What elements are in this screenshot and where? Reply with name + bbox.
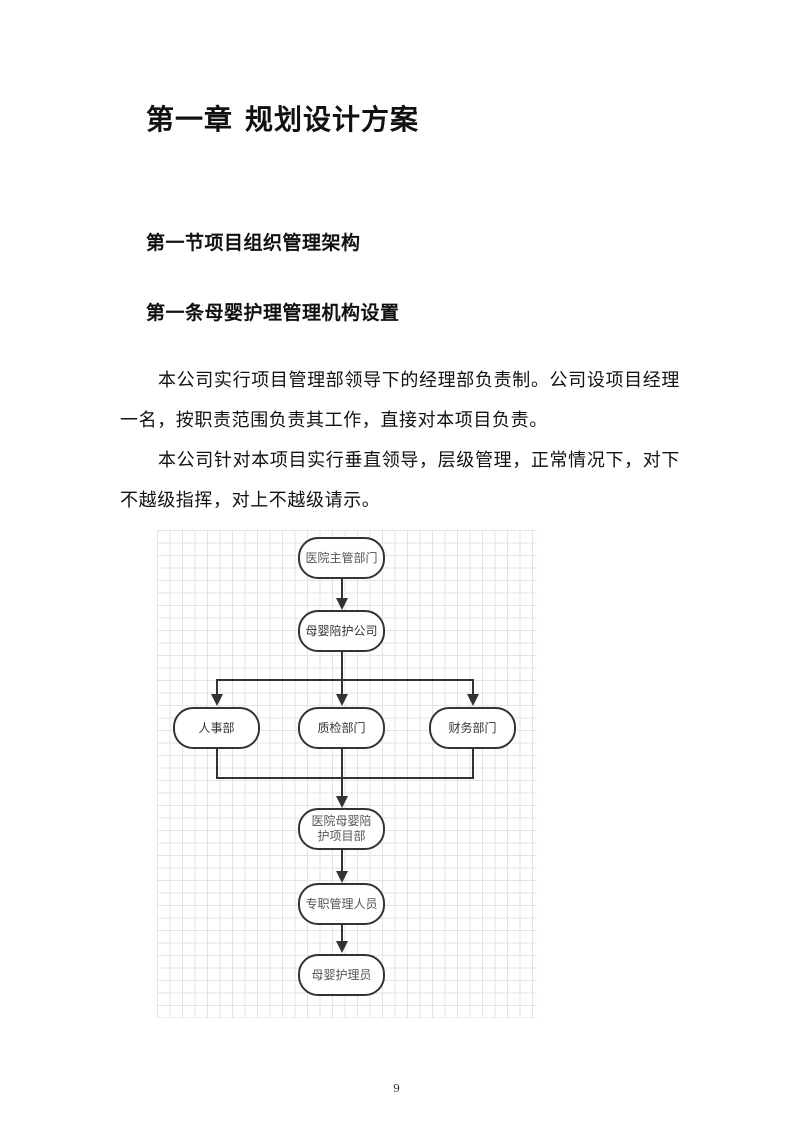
connector-line (341, 925, 343, 941)
paragraph-2: 本公司针对本项目实行垂直领导，层级管理，正常情况下，对下不越级指挥，对上不越级请… (120, 450, 680, 511)
arrow-down-icon (336, 598, 348, 610)
article-title: 第一条母婴护理管理机构设置 (146, 302, 400, 324)
connector-line (472, 679, 474, 695)
connector-line (472, 749, 474, 779)
branch-bar (216, 679, 474, 681)
arrow-down-icon (211, 694, 223, 706)
node-finance-dept: 财务部门 (429, 707, 516, 749)
connector-line (341, 679, 343, 695)
chapter-title: 第一章规划设计方案 (146, 98, 419, 138)
node-full-time-managers: 专职管理人员 (298, 883, 385, 925)
arrow-down-icon (467, 694, 479, 706)
section-title: 第一节项目组织管理架构 (146, 232, 361, 254)
connector-line (341, 777, 343, 797)
connector-line (341, 850, 343, 872)
arrow-down-icon (336, 796, 348, 808)
connector-line (341, 579, 343, 599)
node-hospital-authority: 医院主管部门 (298, 537, 385, 579)
chapter-name: 规划设计方案 (245, 103, 420, 136)
node-project-dept: 医院母婴陪护项目部 (298, 808, 385, 850)
arrow-down-icon (336, 871, 348, 883)
merge-bar (216, 777, 474, 779)
connector-line (341, 652, 343, 680)
node-care-company: 母婴陪护公司 (298, 610, 385, 652)
page-number: 9 (393, 1082, 400, 1095)
node-qc-dept: 质检部门 (298, 707, 385, 749)
node-maternal-caregivers: 母婴护理员 (298, 954, 385, 996)
connector-line (216, 679, 218, 695)
connector-line (341, 749, 343, 779)
chapter-number: 第一章 (146, 103, 234, 136)
connector-line (216, 749, 218, 779)
paragraph-1: 本公司实行项目管理部领导下的经理部负责制。公司设项目经理一名，按职责范围负责其工… (120, 370, 680, 431)
arrow-down-icon (336, 941, 348, 953)
arrow-down-icon (336, 694, 348, 706)
node-hr-dept: 人事部 (173, 707, 260, 749)
org-chart: 医院主管部门 母婴陪护公司 人事部 质检部门 财务部门 医院母婴陪护项目部 专职… (157, 530, 537, 1018)
